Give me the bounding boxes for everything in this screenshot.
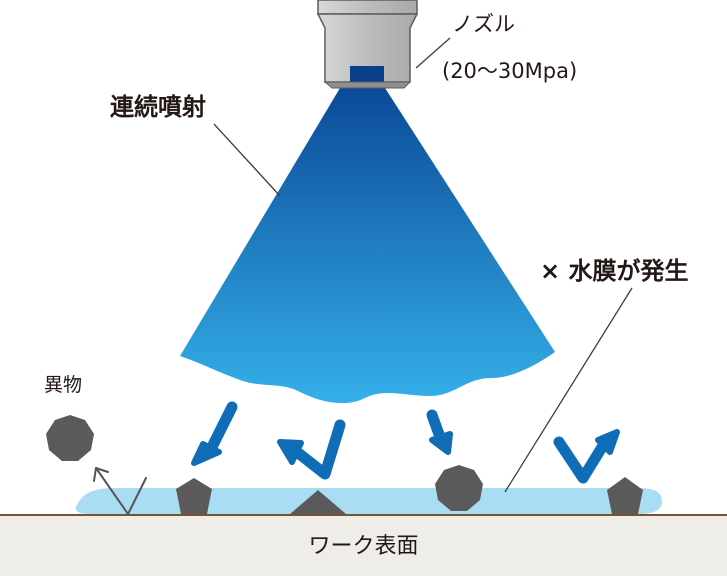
particle-3 bbox=[435, 465, 483, 511]
arrow-down bbox=[426, 409, 453, 455]
nozzle-label: ノズル bbox=[452, 12, 515, 36]
leader-nozzle bbox=[415, 37, 451, 69]
work-surface bbox=[0, 515, 727, 576]
arrow-bounce-right bbox=[553, 429, 620, 484]
continuous-spray-label: 連続噴射 bbox=[110, 93, 206, 121]
pressure-label: (20～30Mpa) bbox=[442, 59, 578, 83]
foreign-matter-label: 異物 bbox=[44, 374, 83, 396]
leader-water-film bbox=[504, 287, 633, 493]
particle-2 bbox=[290, 490, 346, 514]
flow-arrows bbox=[191, 401, 620, 484]
work-surface-label: ワーク表面 bbox=[308, 534, 419, 559]
nozzle bbox=[316, 0, 419, 89]
bounce-arrow bbox=[93, 467, 147, 515]
particle-1 bbox=[176, 478, 212, 514]
arrow-bounce-left bbox=[277, 419, 346, 480]
particle-4 bbox=[607, 477, 643, 514]
water-film-label: × 水膜が発生 bbox=[540, 257, 689, 285]
water-film bbox=[75, 488, 662, 514]
particle-airborne bbox=[46, 415, 94, 461]
arrow-down-left bbox=[191, 401, 238, 466]
leader-spray bbox=[213, 123, 281, 197]
spray-cone bbox=[180, 88, 555, 404]
